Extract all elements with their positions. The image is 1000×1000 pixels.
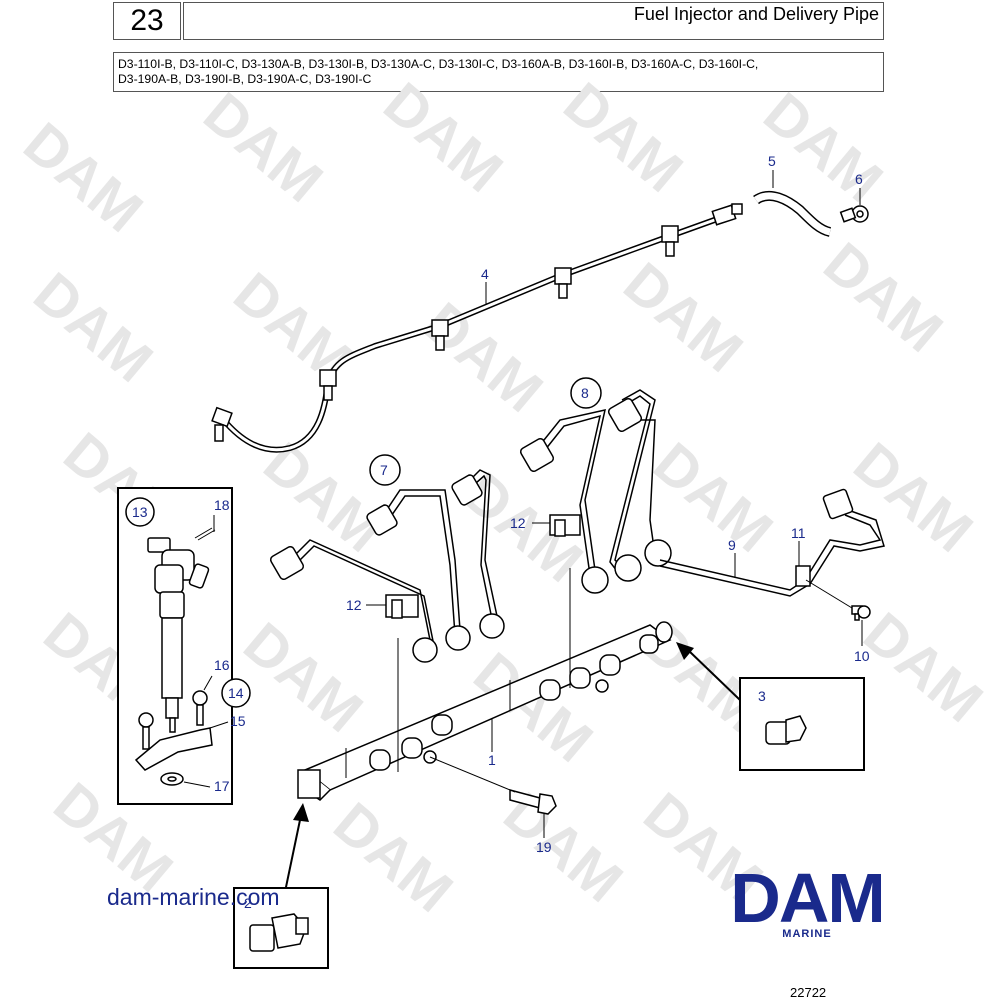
callout-13: 13: [132, 504, 148, 520]
callout-circle-14: [221, 678, 251, 708]
callout-circle-8: [570, 377, 602, 409]
watermark-1: DAM: [12, 110, 155, 245]
watermark-17: DAM: [232, 610, 375, 745]
delivery-pipes-7: [289, 469, 501, 647]
callout-5: 5: [768, 153, 776, 169]
arrow-to-sensor: [293, 803, 309, 822]
callout-circle-7: [369, 454, 401, 486]
fuel-injector: [147, 537, 210, 733]
callout-1: 1: [488, 752, 496, 768]
callout-17: 17: [214, 778, 230, 794]
callout-19: 19: [536, 839, 552, 855]
watermark-10: DAM: [812, 230, 955, 365]
fuel-feed-pipe: [659, 509, 885, 597]
mounting-bolt: [509, 789, 557, 815]
callout-15: 15: [230, 713, 246, 729]
callout-3: 3: [758, 688, 766, 704]
callout-circle-13: [125, 497, 155, 527]
logo-text: DAM: [730, 859, 885, 937]
watermark-4: DAM: [552, 70, 695, 205]
feed-pipe-fittings: [795, 488, 871, 621]
reference-number: 22722: [790, 985, 827, 1000]
fuel-rail: [297, 621, 673, 801]
return-hose: [753, 190, 832, 237]
callout-12-lower: 12: [346, 597, 362, 613]
callout-8: 8: [581, 385, 589, 401]
callout-16: 16: [214, 657, 230, 673]
delivery-pipe-nuts-7: [269, 474, 505, 663]
pipe-clamp-lower: [385, 594, 419, 619]
callout-11: 11: [791, 525, 806, 541]
callout-4: 4: [481, 266, 489, 282]
dam-marine-logo: DAM MARINE: [715, 859, 899, 940]
callout-6: 6: [855, 171, 863, 187]
callout-9: 9: [728, 537, 736, 553]
callout-10: 10: [854, 648, 870, 664]
model-list-line-2: D3-190A-B, D3-190I-B, D3-190A-C, D3-190I…: [118, 72, 372, 86]
watermark-6: DAM: [22, 260, 165, 395]
delivery-pipes-8: [539, 389, 656, 576]
watermark-22: DAM: [322, 790, 465, 925]
callout-7: 7: [380, 462, 388, 478]
logo-subtext: MARINE: [782, 928, 832, 940]
callout-18: 18: [214, 497, 230, 513]
pressure-sensor: [249, 913, 309, 952]
callout-12-upper: 12: [510, 515, 526, 531]
plug: [765, 715, 807, 745]
fuel-return-pipe: [211, 203, 743, 453]
arrow-to-plug: [676, 642, 694, 660]
section-number: 23: [113, 2, 181, 40]
model-list-line-1: D3-110I-B, D3-110I-C, D3-130A-B, D3-130I…: [118, 57, 759, 71]
banjo-fitting: [839, 205, 869, 223]
watermark-2: DAM: [192, 80, 335, 215]
callout-14: 14: [228, 685, 244, 701]
pipe-clamp-upper: [549, 514, 581, 537]
website-link[interactable]: dam-marine.com: [107, 884, 280, 910]
watermark-9: DAM: [612, 250, 755, 385]
page-title: Fuel Injector and Delivery Pipe: [183, 2, 884, 40]
watermark-20: DAM: [852, 600, 995, 735]
watermark-3: DAM: [372, 70, 515, 205]
model-list: D3-110I-B, D3-110I-C, D3-130A-B, D3-130I…: [113, 52, 884, 92]
watermark-7: DAM: [222, 260, 365, 395]
callout-2: 2: [244, 895, 252, 911]
delivery-pipe-nuts-8: [519, 397, 672, 594]
injector-clamp: [134, 690, 213, 786]
